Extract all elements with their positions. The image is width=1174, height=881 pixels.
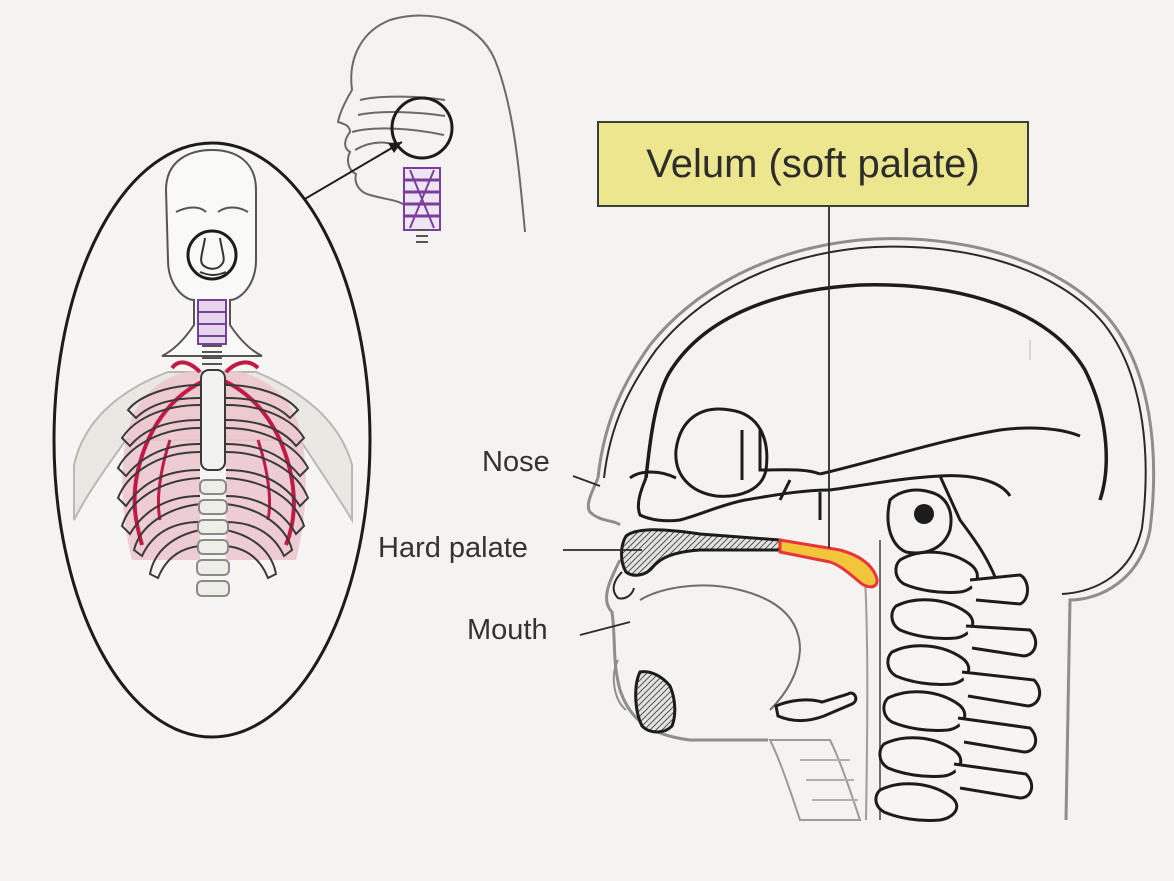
small-head-trachea [404,168,440,242]
hard-palate-bone [622,530,781,575]
velum-label: Velum (soft palate) [646,142,980,187]
velum-label-box: Velum (soft palate) [597,121,1029,207]
torso-oval-figure [54,143,370,737]
sternum [201,370,225,470]
leader-lines [563,207,829,635]
hard-palate-label: Hard palate [378,532,528,565]
mouth-label: Mouth [467,614,548,647]
mandible-bone [636,672,675,732]
small-head-zoom-circle [392,98,452,158]
large-head-sagittal [588,239,1153,821]
cervical-vertebrae [876,552,1040,820]
mouth-leader-line [580,622,630,635]
nose-label: Nose [482,446,550,479]
